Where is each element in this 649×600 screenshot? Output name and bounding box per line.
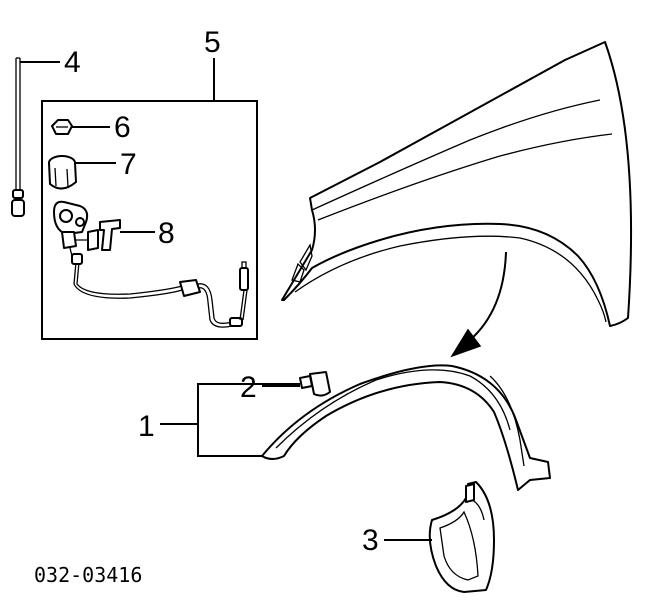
callout-1: 1 [138,410,155,443]
callout-3: 3 [362,524,379,557]
part-5-box [41,100,258,340]
part-8-bracket [99,219,121,251]
callout-2: 2 [240,371,257,404]
callout-4: 4 [64,46,81,79]
assembly-arrow [450,251,507,358]
release-cable [71,253,249,328]
part-1-fender-flare [261,364,551,491]
reference-code: 032-03416 [34,563,142,587]
part-6-clip [51,119,73,135]
part-4-rod [11,57,25,217]
callout-7: 7 [120,148,137,181]
callout-8: 8 [158,217,175,250]
part-3-mud-guard [428,481,495,593]
callout-6: 6 [114,111,131,144]
front-fender [281,41,633,327]
part-7-cap [48,155,77,190]
callout-5: 5 [204,26,221,59]
part-2-clip [299,371,331,397]
actuator-assembly [53,200,99,257]
bracket-1 [197,383,300,457]
